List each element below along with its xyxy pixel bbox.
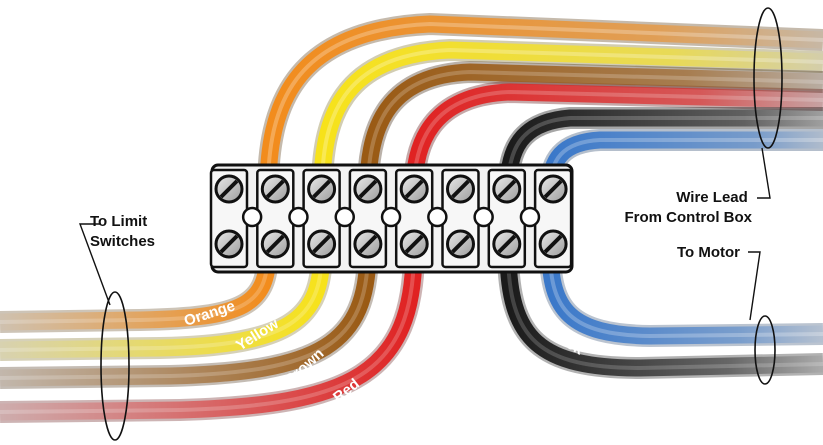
screw-top-6: [446, 174, 475, 204]
callout-limit-switches-line1: To Limit: [90, 213, 147, 230]
callout-wire-lead-line2: From Control Box: [625, 209, 753, 226]
brown-wire-bottom: [0, 249, 377, 387]
callout-limit-switches: To Limit Switches: [90, 213, 155, 250]
black-wire-bottom: [499, 249, 823, 377]
screw-bottom-8: [538, 229, 568, 259]
terminal-screws: [209, 168, 573, 269]
screw-top-8: [538, 174, 568, 204]
screw-bottom-4: [353, 229, 383, 259]
screw-bottom-5: [399, 229, 429, 259]
terminal-hole: [427, 206, 448, 228]
yellow-wire-bottom: [0, 249, 331, 359]
screw-top-1: [214, 174, 244, 204]
terminal-hole: [380, 206, 402, 228]
screw-bottom-2: [260, 229, 290, 259]
callout-wire-lead: Wire Lead From Control Box: [625, 189, 753, 226]
callout-leaders: [78, 147, 771, 321]
cable-tie-top-right: [753, 7, 783, 149]
blue-wire-top: [541, 131, 823, 191]
red-wire-bottom: [0, 249, 423, 421]
terminal-hole: [334, 206, 355, 228]
screw-top-5: [399, 174, 429, 204]
terminal-block: [209, 163, 574, 274]
blue-wire-bottom: [541, 249, 823, 345]
terminal-hole: [519, 206, 541, 228]
screw-bottom-6: [446, 229, 475, 259]
terminal-hole: [288, 206, 309, 228]
screw-top-2: [260, 174, 290, 204]
callout-limit-switches-line2: Switches: [90, 233, 155, 250]
screw-top-4: [353, 174, 383, 204]
screw-top-3: [307, 174, 337, 204]
yellow-wire-top: [313, 41, 823, 191]
screw-bottom-1: [214, 229, 244, 259]
callout-motor: To Motor: [677, 244, 740, 261]
terminal-hole: [241, 206, 263, 228]
cable-tie-bottom-right: [754, 315, 776, 385]
cable-tie-left: [100, 291, 130, 441]
orange-wire-top: [259, 15, 823, 191]
terminal-hole: [473, 206, 494, 228]
screw-bottom-7: [492, 229, 522, 259]
screw-bottom-3: [307, 229, 337, 259]
screw-top-7: [492, 174, 522, 204]
callout-wire-lead-line1: Wire Lead: [676, 189, 748, 206]
